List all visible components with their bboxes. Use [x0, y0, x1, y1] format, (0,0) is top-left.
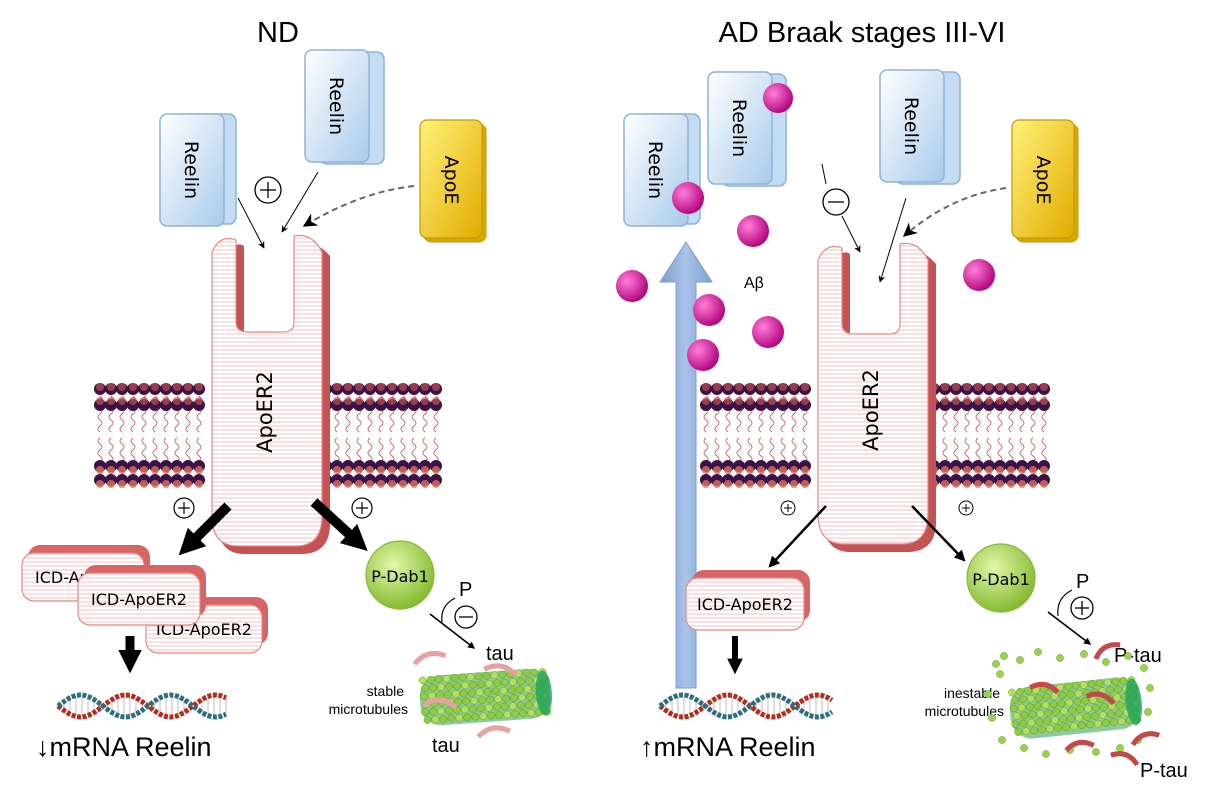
inhibition-minus-icon — [822, 188, 850, 216]
apoe-dashed-arrow — [302, 185, 415, 227]
reelin-protein: Reelin — [707, 71, 787, 187]
phospho-arrow — [429, 613, 476, 649]
activation-plus-icon — [1070, 596, 1094, 620]
activation-plus-icon — [173, 497, 195, 519]
phospho-arc — [441, 597, 456, 623]
cleavage-arrow — [178, 502, 232, 556]
apoer2-receptor: ApoER2 — [211, 234, 330, 554]
reelin-label: Reelin — [325, 77, 347, 135]
p-dab1-protein: P-Dab1 — [365, 540, 435, 610]
activation-plus-icon — [351, 497, 373, 519]
tau-label: tau — [432, 735, 460, 757]
binding-arrow — [281, 171, 319, 233]
signaling-arrow — [310, 498, 368, 552]
activation-plus-icon — [780, 500, 796, 516]
dna-helix — [658, 692, 834, 720]
binding-arrow — [841, 215, 861, 253]
abeta-label: Aβ — [744, 275, 764, 292]
binding-arrow — [878, 197, 907, 283]
ptau-label: P-tau — [1140, 760, 1188, 782]
apoer2-label: ApoER2 — [859, 369, 883, 451]
icd-label: ICD-ApoER2 — [697, 595, 793, 614]
cell-membrane — [94, 383, 1050, 488]
inestable-label-2: microtubules — [925, 703, 1004, 719]
activation-plus-icon — [958, 500, 974, 516]
p-dab1-protein: P-Dab1 — [966, 543, 1036, 613]
inhibition-minus-icon — [454, 605, 478, 629]
left-mrna-label: ↓mRNA Reelin — [36, 732, 212, 762]
apoe-label: ApoE — [440, 156, 462, 205]
cleavage-arrow — [768, 505, 827, 568]
stable-microtubules — [412, 651, 552, 739]
p-dab1-label: P-Dab1 — [371, 567, 429, 586]
inestable-label-1: inestable — [944, 685, 1000, 701]
icd-apoer2-fragments: ICD-ApoER2 — [685, 570, 810, 631]
binding-arrow — [237, 197, 265, 249]
inestable-microtubules — [984, 642, 1160, 767]
reelin-label: Reelin — [180, 141, 202, 199]
reelin-label: Reelin — [900, 97, 922, 155]
right-panel-title: AD Braak stages III-VI — [719, 17, 1006, 49]
reelin-protein: Reelin — [304, 49, 385, 165]
amyloid-beta-particles — [616, 83, 995, 371]
phospho-label: P — [459, 579, 472, 601]
reelin-protein: Reelin — [159, 113, 237, 227]
reelin-label: Reelin — [644, 141, 666, 199]
phospho-arrow — [1047, 611, 1092, 645]
stable-label-1: stable — [367, 683, 405, 699]
binding-arrow — [821, 163, 827, 185]
phospho-label: P — [1076, 571, 1089, 593]
apoe-dashed-arrow — [902, 187, 1007, 237]
reelin-label: Reelin — [728, 99, 750, 157]
right-mrna-label: ↑mRNA Reelin — [640, 732, 816, 762]
apoer2-label: ApoER2 — [253, 371, 277, 453]
stable-label-2: microtubules — [329, 701, 408, 717]
apoer2-receptor: ApoER2 — [817, 242, 936, 552]
signaling-arrow — [911, 505, 966, 562]
dna-helix — [56, 692, 228, 720]
icd-label: ICD-ApoER2 — [91, 590, 187, 609]
apoe-protein: ApoE — [1011, 119, 1079, 243]
apoe-label: ApoE — [1032, 156, 1054, 205]
ptau-label: P-tau — [1114, 645, 1162, 667]
activation-plus-icon — [254, 176, 282, 204]
apoe-protein: ApoE — [419, 119, 487, 243]
reelin-protein: Reelin — [879, 69, 961, 185]
tau-label: tau — [486, 643, 514, 665]
phospho-arc — [1057, 589, 1073, 617]
p-dab1-label: P-Dab1 — [972, 570, 1030, 589]
left-panel-title: ND — [257, 17, 299, 49]
